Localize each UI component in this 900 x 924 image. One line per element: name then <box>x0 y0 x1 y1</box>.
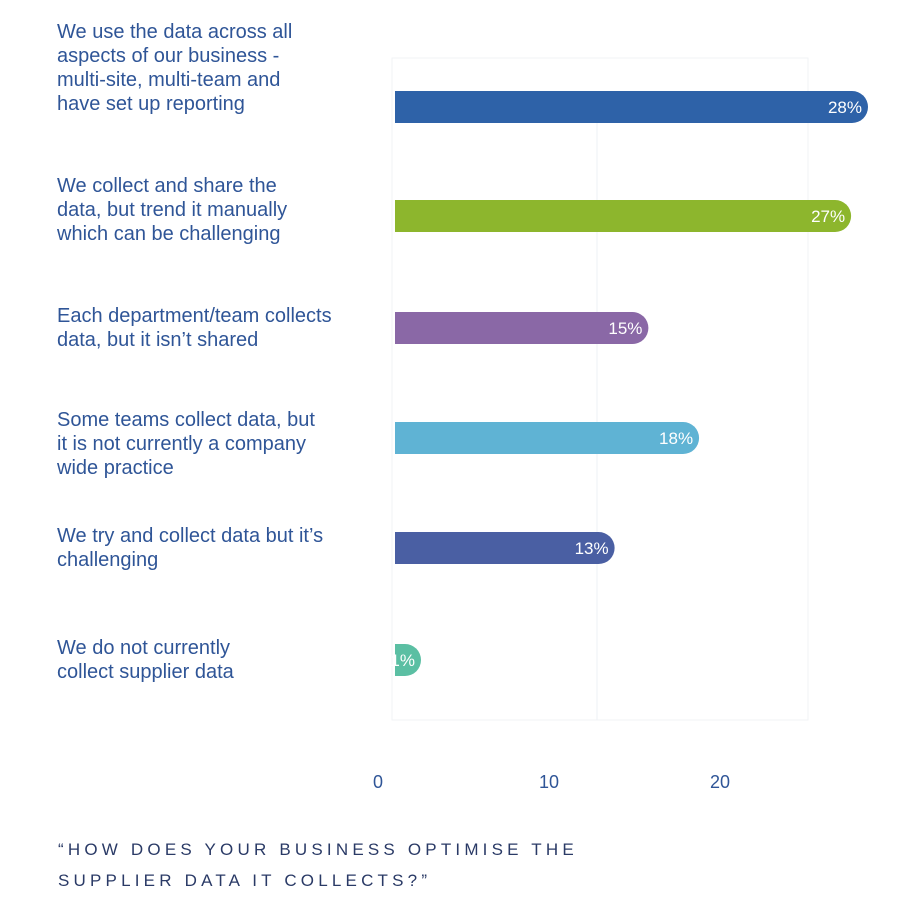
x-tick-label: 20 <box>710 772 730 792</box>
bar-data-label: 18% <box>659 429 693 448</box>
category-label-line: collect supplier data <box>57 661 235 683</box>
category-label-line: data, but it isn’t shared <box>57 329 258 351</box>
category-label-line: We try and collect data but it’s <box>57 525 323 547</box>
bar <box>395 91 868 123</box>
x-tick-label: 0 <box>373 772 383 792</box>
bar <box>395 200 852 232</box>
category-label-line: it is not currently a company <box>57 433 306 455</box>
category-label-line: data, but trend it manually <box>57 199 287 221</box>
bar <box>395 422 700 454</box>
category-label-line: We collect and share the <box>57 175 277 197</box>
category-label-line: We do not currently <box>57 637 230 659</box>
bar-data-label: 1% <box>390 651 415 670</box>
plot-frame <box>391 57 809 721</box>
bar <box>395 312 649 344</box>
category-label-line: Each department/team collects <box>57 305 332 327</box>
bar-data-label: 28% <box>828 98 862 117</box>
x-tick-label: 10 <box>539 772 559 792</box>
category-label-line: multi-site, multi-team and <box>57 69 280 91</box>
category-label-line: wide practice <box>56 457 174 479</box>
category-label-line: Some teams collect data, but <box>57 409 315 431</box>
bar-data-label: 15% <box>608 319 642 338</box>
category-label-line: have set up reporting <box>57 93 245 115</box>
bar <box>395 532 615 564</box>
bar-data-label: 13% <box>575 539 609 558</box>
chart-caption: “How does your business optimise the sup… <box>58 840 578 890</box>
bar <box>395 644 421 676</box>
category-label-line: which can be challenging <box>56 223 281 245</box>
category-label-line: aspects of our business - <box>57 45 279 67</box>
category-label-line: We use the data across all <box>57 21 292 43</box>
category-label-line: challenging <box>57 549 158 571</box>
bar-data-label: 27% <box>811 207 845 226</box>
